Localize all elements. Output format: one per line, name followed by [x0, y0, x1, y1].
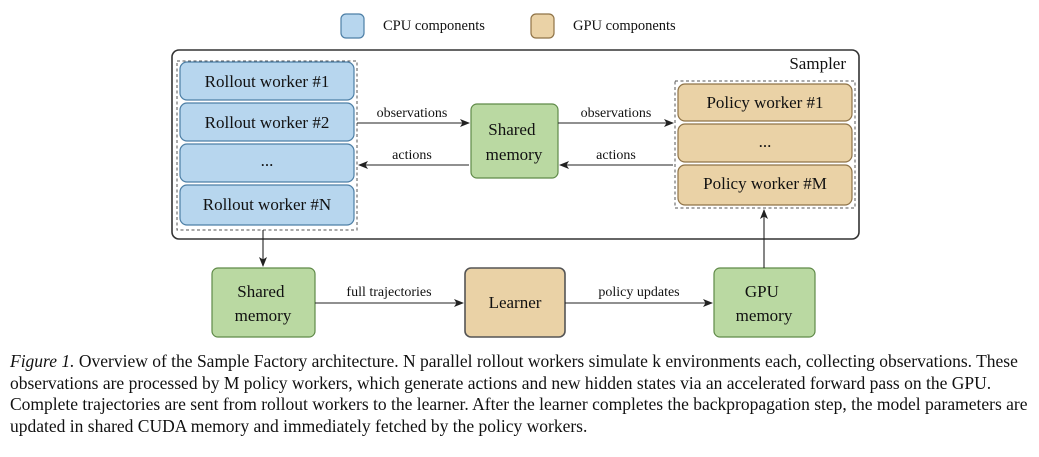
gpu-memory-label: GPU memory	[736, 282, 793, 325]
bottom-edges	[259, 209, 768, 307]
caption-label: Figure 1.	[10, 351, 75, 371]
policy-worker-1-label: Policy worker #1	[706, 93, 823, 112]
label-actions-left: actions	[392, 148, 432, 163]
legend-cpu-label: CPU components	[383, 18, 485, 34]
shared-memory-bottom: Shared memory	[211, 267, 316, 338]
shared-memory-sampler-label: Shared memory	[486, 120, 543, 164]
shared-memory-sampler-line2: memory	[486, 145, 543, 164]
shared-memory-bottom-line1: Shared	[237, 282, 285, 301]
sampler-container: Sampler	[171, 49, 860, 240]
rollout-worker-n	[179, 184, 355, 226]
label-policy-updates: policy updates	[598, 285, 679, 300]
label-observations-right: observations	[581, 106, 652, 121]
policy-workers-group: Policy worker #1 ... Policy worker #M	[674, 80, 856, 209]
shared-memory-sampler: Shared memory	[470, 103, 559, 179]
legend-gpu-swatch	[530, 13, 555, 39]
figure-caption: Figure 1. Overview of the Sample Factory…	[10, 351, 1032, 437]
learner-label: Learner	[489, 293, 542, 312]
rollout-workers-group: Rollout worker #1 Rollout worker #2 ... …	[176, 60, 358, 231]
gpu-memory-line2: memory	[736, 306, 793, 325]
gpu-memory: GPU memory	[713, 267, 816, 338]
rollout-worker-2-label: Rollout worker #2	[205, 113, 330, 132]
legend: CPU components GPU components	[340, 13, 676, 39]
policy-worker-1	[677, 83, 853, 122]
rollout-worker-1	[179, 61, 355, 101]
shared-memory-bottom-line2: memory	[235, 306, 292, 325]
policy-worker-ellipsis	[677, 123, 853, 163]
policy-worker-m-label: Policy worker #M	[703, 174, 827, 193]
label-observations-left: observations	[377, 106, 448, 121]
label-actions-right: actions	[596, 148, 636, 163]
legend-cpu-swatch	[340, 13, 365, 39]
rollout-worker-n-label: Rollout worker #N	[203, 195, 331, 214]
rollout-worker-ellipsis-label: ...	[261, 151, 274, 170]
gpu-memory-line1: GPU	[745, 282, 779, 301]
label-full-trajectories: full trajectories	[346, 285, 431, 300]
sampler-edges	[357, 119, 674, 169]
architecture-diagram: CPU components GPU components Sampler Ro…	[171, 13, 860, 338]
caption-text: Overview of the Sample Factory architect…	[10, 351, 1028, 436]
rollout-worker-ellipsis	[179, 143, 355, 183]
policy-worker-ellipsis-label: ...	[759, 132, 772, 151]
policy-worker-m	[677, 164, 853, 206]
shared-memory-sampler-line1: Shared	[488, 120, 536, 139]
legend-gpu-label: GPU components	[573, 18, 676, 34]
rollout-worker-2	[179, 102, 355, 142]
sampler-title: Sampler	[789, 54, 846, 73]
shared-memory-bottom-label: Shared memory	[235, 282, 292, 325]
rollout-worker-1-label: Rollout worker #1	[205, 72, 330, 91]
learner: Learner	[464, 267, 566, 338]
